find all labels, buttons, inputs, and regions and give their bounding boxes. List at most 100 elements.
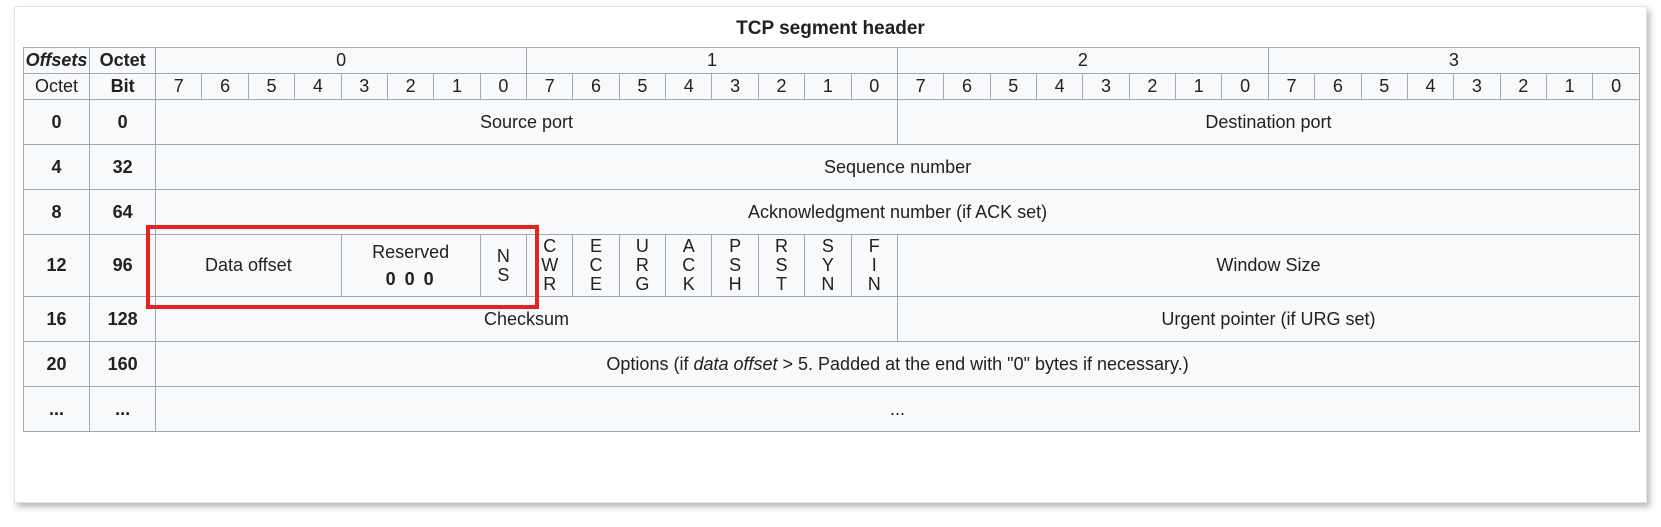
field-window-size: Window Size — [896, 233, 1641, 298]
flag-cwr-letter-3: R — [543, 274, 557, 295]
field-sequence-number: Sequence number — [155, 144, 1640, 190]
flag-psh-letter-2: S — [729, 255, 742, 276]
bit-cell-o0-b6: 6 — [201, 73, 249, 100]
bit-cell-o2-b5: 5 — [989, 73, 1037, 100]
table-row-offset-ellipsis: ... ... ... — [22, 386, 1640, 433]
bit-cell-o2-b2: 2 — [1128, 73, 1177, 100]
flag-psh-letter-3: H — [728, 274, 742, 295]
field-options-continued: ... — [155, 386, 1640, 433]
bit-cell-o1-b6: 6 — [572, 73, 620, 100]
row-octet-0: 0 — [22, 99, 91, 145]
octet-header-1: 1 — [526, 47, 898, 74]
bit-cell-o0-b5: 5 — [247, 73, 296, 100]
bit-cell-o1-b7: 7 — [526, 73, 574, 100]
octet-header-2: 2 — [896, 47, 1269, 74]
flag-ns-letter-1: N — [496, 245, 510, 266]
bit-cell-o3-b7: 7 — [1267, 73, 1316, 100]
flag-ns: N S — [479, 233, 528, 298]
flag-rst-letter-1: R — [774, 236, 788, 256]
bit-cell-o0-b2: 2 — [386, 73, 435, 100]
bit-cell-o2-b6: 6 — [943, 73, 991, 100]
flag-psh: P S H — [711, 233, 759, 298]
bit-cell-o1-b4: 4 — [665, 73, 713, 100]
bit-cell-o3-b3: 3 — [1453, 73, 1501, 100]
flag-ack-letter-2: C — [682, 255, 696, 276]
flag-ack: A C K — [665, 233, 713, 298]
flag-psh-letter-1: P — [729, 236, 742, 256]
flag-rst-letter-2: S — [775, 255, 788, 276]
bit-cell-o0-b1: 1 — [433, 73, 481, 100]
flag-ece: E C E — [572, 233, 620, 298]
bit-label: Bit — [89, 73, 157, 100]
row-bit-ellipsis: ... — [89, 386, 157, 433]
row-octet-ellipsis: ... — [22, 386, 91, 433]
flag-ack-letter-1: A — [682, 236, 695, 256]
row-octet-20: 20 — [22, 341, 91, 388]
flag-urg-letter-3: G — [635, 274, 650, 295]
header-row-octets: Offsets Octet 0 1 2 3 — [22, 47, 1641, 74]
row-bit-128: 128 — [89, 296, 157, 343]
bit-cell-o2-b4: 4 — [1035, 73, 1084, 100]
options-prefix: Options (if — [606, 353, 694, 374]
bit-cell-o2-b3: 3 — [1082, 73, 1130, 100]
octet-label-row: Octet — [22, 73, 91, 100]
options-suffix: > 5. Padded at the end with "0" bytes if… — [777, 353, 1189, 374]
field-data-offset: Data offset — [155, 233, 342, 298]
options-italic-data-offset: data offset — [693, 353, 778, 374]
bit-cell-o1-b2: 2 — [757, 73, 806, 100]
flag-urg-letter-2: R — [635, 255, 649, 276]
table-row-offset-20: 20 160 Options (if data offset > 5. Padd… — [22, 341, 1640, 388]
table-row-offset-8: 8 64 Acknowledgment number (if ACK set) — [22, 189, 1640, 235]
bit-cell-o0-b7: 7 — [155, 73, 203, 100]
field-checksum: Checksum — [155, 296, 898, 343]
reserved-bits: 0 0 0 — [385, 268, 436, 289]
flag-fin-letter-3: N — [867, 274, 881, 295]
flag-rst: R S T — [757, 233, 806, 298]
row-bit-64: 64 — [89, 189, 157, 235]
bit-cell-o2-b1: 1 — [1175, 73, 1223, 100]
offsets-label: Offsets — [22, 47, 91, 74]
flag-urg-letter-1: U — [635, 236, 649, 256]
flag-ece-letter-1: E — [590, 236, 603, 256]
header-row-bits: Octet Bit 7 6 5 4 3 2 1 0 7 6 5 4 3 2 — [22, 73, 1640, 100]
flag-ece-letter-3: E — [590, 274, 603, 295]
flag-syn-letter-3: N — [821, 274, 835, 295]
bit-cell-o1-b0: 0 — [850, 73, 898, 100]
field-options: Options (if data offset > 5. Padded at t… — [155, 341, 1640, 388]
row-octet-8: 8 — [22, 189, 91, 235]
field-reserved: Reserved 0 0 0 — [340, 233, 481, 298]
row-bit-160: 160 — [89, 341, 157, 388]
bit-cell-o3-b2: 2 — [1499, 73, 1547, 100]
flag-ack-letter-3: K — [682, 274, 695, 295]
bit-cell-o1-b3: 3 — [711, 73, 759, 100]
flag-ece-letter-2: C — [589, 255, 603, 276]
row-bit-96: 96 — [89, 233, 157, 298]
octet-header-3: 3 — [1267, 47, 1641, 74]
octet-header-0: 0 — [155, 47, 528, 74]
bit-cell-o0-b0: 0 — [479, 73, 528, 100]
table-row-offset-0: 0 0 Source port Destination port — [22, 99, 1641, 145]
field-urgent-pointer: Urgent pointer (if URG set) — [896, 296, 1641, 343]
flag-fin: F I N — [850, 233, 898, 298]
table-row-offset-16: 16 128 Checksum Urgent pointer (if URG s… — [22, 296, 1641, 343]
reserved-label: Reserved — [372, 241, 450, 262]
row-bit-0: 0 — [89, 99, 157, 145]
flag-cwr: C W R — [526, 233, 574, 298]
flag-fin-letter-2: I — [871, 255, 877, 276]
field-source-port: Source port — [155, 99, 898, 145]
bit-cell-o3-b4: 4 — [1406, 73, 1455, 100]
field-destination-port: Destination port — [896, 99, 1641, 145]
bit-cell-o2-b7: 7 — [896, 73, 945, 100]
bit-cell-o3-b6: 6 — [1314, 73, 1362, 100]
diagram-frame: TCP segment header Offsets Octet 0 1 — [14, 6, 1647, 503]
flag-fin-letter-1: F — [868, 236, 880, 256]
page-title: TCP segment header — [736, 18, 925, 39]
bit-cell-o1-b5: 5 — [618, 73, 667, 100]
bit-cell-o2-b0: 0 — [1221, 73, 1269, 100]
field-acknowledgment-number: Acknowledgment number (if ACK set) — [155, 189, 1640, 235]
table-row-offset-4: 4 32 Sequence number — [22, 144, 1640, 190]
row-octet-4: 4 — [22, 144, 91, 190]
row-octet-12: 12 — [22, 233, 91, 298]
flag-cwr-letter-2: W — [541, 255, 559, 276]
